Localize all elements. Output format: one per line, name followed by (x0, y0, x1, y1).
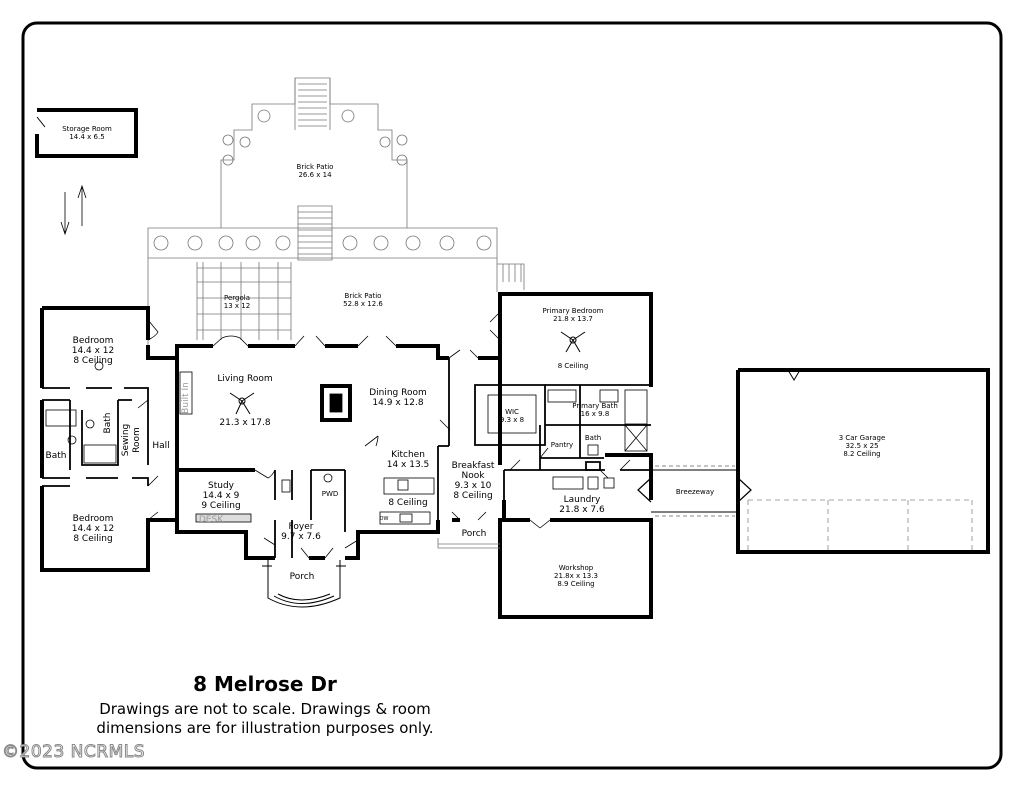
wic-dims: 9.3 x 8 (500, 416, 524, 424)
property-title: 8 Melrose Dr (193, 672, 337, 696)
workshop-dims: 21.8x x 13.3 (554, 572, 598, 580)
workshop-name: Workshop (559, 564, 594, 572)
desk-label: DESK (199, 515, 224, 525)
garage-ceiling: 8.2 Ceiling (843, 450, 880, 458)
built-in-label: Built In (181, 382, 191, 414)
breezeway (637, 465, 752, 517)
primary-bath-dims: 16 x 9.8 (581, 410, 610, 418)
door-swings (137, 311, 631, 559)
living-room-dims: 21.3 x 17.8 (219, 418, 270, 428)
breakfast-nook-ceiling: 8 Ceiling (453, 491, 492, 501)
bedroom-2-ceiling: 8 Ceiling (73, 534, 112, 544)
bath-a-name: Bath (46, 451, 67, 461)
foyer-name: Foyer (289, 522, 314, 532)
garage (736, 368, 990, 554)
study-dims: 14.4 x 9 (203, 491, 240, 501)
main-house-walls (40, 292, 653, 619)
ceiling-fan-icon (229, 331, 586, 415)
brick-patio-upper-dims: 26.6 x 14 (298, 171, 332, 179)
sewing-room-name: Sewing (121, 424, 131, 457)
laundry-dims: 21.8 x 7.6 (559, 505, 605, 515)
brick-patio-upper-name: Brick Patio (297, 163, 334, 171)
primary-bedroom-name: Primary Bedroom (543, 307, 604, 315)
kitchen-dims: 14 x 13.5 (387, 460, 430, 470)
brick-patio-lower-name: Brick Patio (345, 292, 382, 300)
breezeway-name: Breezeway (676, 488, 714, 496)
fixtures (45, 361, 648, 525)
garage-dims: 32.5 x 25 (845, 442, 878, 450)
storage-room-name: Storage Room (62, 125, 112, 133)
primary-bedroom-dims: 21.8 x 13.7 (553, 315, 593, 323)
front-porch-name: Porch (290, 572, 315, 582)
breakfast-nook-dims: 9.3 x 10 (455, 481, 492, 491)
north-arrow-icon (60, 184, 87, 236)
workshop-ceiling: 8.9 Ceiling (557, 580, 594, 588)
disclaimer-line-2: dimensions are for illustration purposes… (96, 719, 434, 737)
bedroom-1-name: Bedroom (73, 336, 114, 346)
primary-bath-name: Primary Bath (572, 402, 618, 410)
brick-patio-lower-dims: 52.8 x 12.6 (343, 300, 383, 308)
study-name: Study (208, 481, 235, 491)
dining-room-dims: 14.9 x 12.8 (372, 398, 423, 408)
breakfast-nook-name: Breakfast (452, 461, 495, 471)
pergola (196, 262, 292, 340)
hall-name: Hall (152, 441, 169, 451)
living-room-name: Living Room (217, 374, 272, 384)
primary-bedroom-ceiling: 8 Ceiling (558, 362, 589, 370)
sewing-room-name-2: Room (132, 427, 142, 453)
disclaimer-line-1: Drawings are not to scale. Drawings & ro… (99, 700, 431, 718)
side-porch-name: Porch (462, 529, 487, 539)
garage-name: 3 Car Garage (839, 434, 886, 442)
brick-patio-lower (147, 205, 525, 345)
study-ceiling: 9 Ceiling (201, 501, 240, 511)
copyright-watermark: ©2023 NCRMLS (2, 742, 146, 763)
bedroom-2-dims: 14.4 x 12 (72, 524, 115, 534)
interior-walls (42, 357, 651, 558)
brick-patio-upper (220, 77, 408, 228)
pergola-dims: 13 x 12 (224, 302, 250, 310)
front-porch (262, 560, 346, 608)
kitchen-name: Kitchen (391, 450, 425, 460)
pergola-name: Pergola (224, 294, 250, 302)
powder-room-label: PWD (322, 490, 339, 498)
kitchen-ceiling: 8 Ceiling (388, 498, 427, 508)
bedroom-1-dims: 14.4 x 12 (72, 346, 115, 356)
bedroom-1-ceiling: 8 Ceiling (73, 356, 112, 366)
bedroom-2-name: Bedroom (73, 514, 114, 524)
storage-room: Storage Room 14.4 x 6.5 (35, 108, 138, 158)
dining-room-name: Dining Room (369, 388, 427, 398)
breakfast-nook-name-2: Nook (462, 471, 486, 481)
dishwasher-label: DW (380, 516, 389, 522)
wic-name: WIC (505, 408, 519, 416)
bath-c-name: Bath (585, 434, 601, 442)
bath-b-name: Bath (103, 413, 113, 434)
page-frame (21, 21, 1003, 770)
side-porch (437, 538, 500, 549)
pantry-name: Pantry (551, 441, 573, 449)
storage-room-dims: 14.4 x 6.5 (69, 133, 104, 141)
laundry-name: Laundry (564, 495, 601, 505)
foyer-dims: 9.7 x 7.6 (281, 532, 321, 542)
